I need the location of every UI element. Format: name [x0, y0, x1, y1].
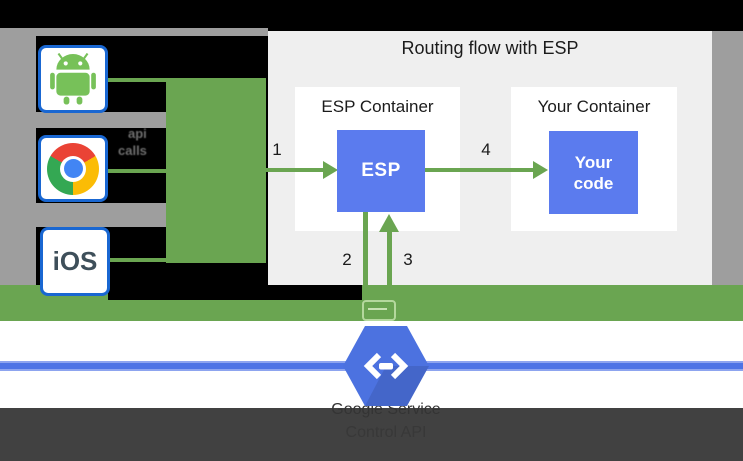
backdrop-left-column — [0, 36, 36, 285]
step-4-label: 4 — [481, 140, 491, 159]
ios-client-box: iOS — [40, 227, 110, 296]
arrow-2-line — [363, 212, 368, 330]
esp-box: ESP — [337, 130, 425, 212]
bottom-dark-bar — [0, 408, 743, 461]
panel-title: Routing flow with ESP — [401, 38, 579, 58]
arrow-4-line — [425, 168, 533, 172]
band-highlight-outline — [362, 300, 396, 321]
service-label-line2: Control API — [345, 424, 427, 441]
gcp-hexagon — [341, 324, 431, 408]
api-calls-line2: calls — [118, 143, 147, 158]
arrow-3-head-icon — [379, 214, 399, 232]
arrow-1-line — [266, 168, 323, 172]
band-highlight-dash — [368, 308, 387, 310]
your-code-box: Your code — [549, 131, 638, 214]
arrow-3-line — [387, 232, 392, 330]
ios-connector-line — [107, 258, 167, 262]
step-3-label: 3 — [403, 250, 413, 269]
android-icon — [50, 53, 96, 105]
arrow-4-head-icon — [533, 161, 548, 179]
android-client-box — [38, 45, 108, 113]
ios-label: iOS — [52, 246, 98, 276]
backdrop-right-column — [712, 31, 743, 285]
chrome-connector-line — [107, 169, 167, 173]
api-calls-line1: api — [128, 126, 147, 141]
backdrop-strip-2 — [0, 203, 166, 227]
arrow-1-head-icon — [323, 161, 338, 179]
backdrop-strip-1 — [0, 112, 166, 128]
api-calls-label: api calls — [118, 125, 178, 159]
your-code-line1: Your — [574, 152, 613, 172]
cloud-service-icon — [343, 326, 429, 406]
green-vertical-band — [166, 78, 266, 263]
esp-container-label: ESP Container — [321, 97, 434, 116]
transparent-notch — [108, 285, 362, 300]
chrome-icon — [47, 142, 99, 195]
your-code-line2: code — [573, 173, 614, 193]
step-2-label: 2 — [342, 250, 352, 269]
backdrop-top-strip — [0, 28, 268, 36]
your-container-label: Your Container — [537, 97, 651, 116]
android-connector-line — [107, 78, 167, 82]
chrome-client-box — [38, 135, 108, 202]
step-1-label: 1 — [272, 140, 282, 159]
esp-box-label: ESP — [361, 160, 401, 181]
service-label-line1: Google Service — [331, 401, 441, 418]
